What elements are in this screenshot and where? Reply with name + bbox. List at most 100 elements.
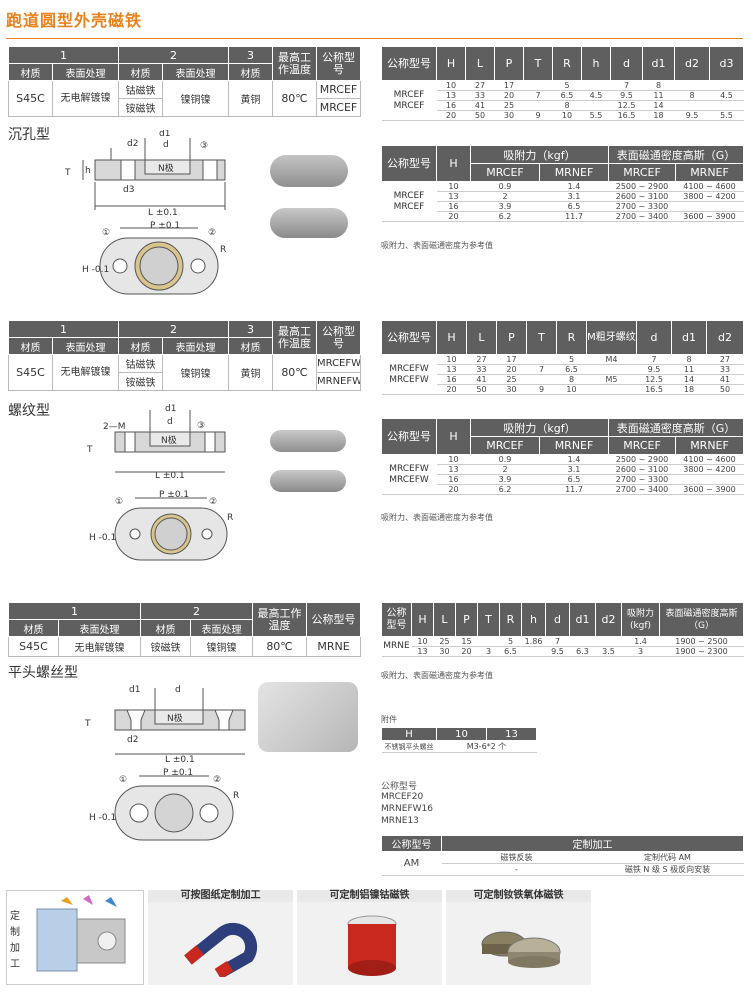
cell: 4100 ~ 4600 [675,181,744,192]
cell [581,80,611,91]
header: P [494,46,524,81]
cell: 11 [671,364,707,375]
product-photo [258,682,358,752]
group-header: 1 [8,602,141,620]
cell [595,636,622,647]
cell: 5.5 [709,110,744,121]
dim-label: P ±0.1 [159,490,189,500]
cell: 10 [411,636,434,647]
model-name: MRCEF [393,100,425,111]
cell: 16 [436,374,467,385]
cell: S45C [8,354,53,391]
header: MRCEF [470,436,540,455]
cell: 2 [470,464,540,475]
product-photo [270,155,348,187]
cell: S45C [8,80,53,117]
accessory-table: H 10 13 不锈钢平头螺丝 M3-6*2 个 [381,727,537,753]
cell: 13 [436,191,471,202]
cell: 20 [494,90,524,101]
cell: 41 [465,100,495,111]
force-table-2: 公称型号 H 吸附力（kgf） 表面磁通密度高斯（G） MRCEF MRNEF … [381,418,745,495]
header: 吸附力（kgf） [469,418,610,437]
header: L [465,46,495,81]
sub-header: 材质 [118,63,163,81]
cell: 41 [706,374,744,385]
cell [523,100,553,111]
dim-label: T [86,445,93,455]
cell: 6.5 [499,646,522,657]
dim-label: ① [115,497,123,507]
header: T [477,602,500,637]
sub-header: 表面处理 [52,63,119,81]
cell: 1.86 [521,636,546,647]
cell: AM [381,851,442,876]
cell: 80℃ [272,354,317,391]
cell: MRCEF [316,98,361,117]
sub-header: 材质 [228,63,273,81]
header: 公称型号 [381,320,437,355]
dim-label: d1 [159,130,170,139]
cell: 10 [436,80,466,91]
cell [675,201,744,212]
cell [477,636,500,647]
cell: 9 [523,110,553,121]
cell: 2700 ~ 3300 [608,201,676,212]
cell: 6.2 [470,484,540,495]
sub-header: 表面处理 [162,337,229,355]
model-name: MRCEFW [389,463,429,474]
order-items: MRCEF20 MRNEFW16 MRNE13 [381,791,433,827]
cell: 2500 ~ 2900 [608,181,676,192]
dim-label: d [175,685,181,695]
cell: 3.1 [539,464,609,475]
header: 公称型号 [381,46,437,81]
cell: 10 [556,384,587,395]
cell: 镍铜镍 [162,354,229,391]
cell: 磁铁 N 级 S 极反向安装 [591,863,744,876]
cell: MRNE [306,636,361,657]
cell: 13 [436,464,471,475]
group-header: 2 [140,602,253,620]
top-view-drawing-3: P ±0.1 ① ② R H -0.1 [89,768,239,841]
cell: 10 [436,454,471,465]
cell: 9.5 [610,90,643,101]
cell: 27 [466,354,497,365]
cell: 27 [465,80,495,91]
cell: MRCEFW [316,354,361,373]
sub-header: 材质 [8,63,53,81]
custom-panel-3: 可定制钕铁氧体磁铁 [446,890,591,985]
cell [674,100,710,111]
header: d1 [642,46,675,81]
dim-label: T [84,719,91,729]
cell: 0.9 [470,454,540,465]
force-table-1: 公称型号 H 吸附力（kgf） 表面磁通密度高斯（G） MRCEF MRNEF … [381,145,745,222]
material-table-3: 1 2 最高工作温度 公称型号 材质 表面处理 材质 表面处理 S45C 无电解… [8,602,361,657]
cell: 12.5 [610,100,643,111]
cell: 3800 ~ 4200 [675,464,744,475]
cell: 80℃ [252,636,307,657]
product-photo [270,430,346,452]
dim-label: N极 [167,712,183,724]
cell: 1900 ~ 2500 [659,636,744,647]
cell: 13 [436,90,466,101]
dim-label: h [85,166,91,176]
cell: 7 [610,80,643,91]
custom-table: 公称型号 定制加工 AM 磁铁反装 定制代码 AM - 磁铁 N 级 S 极反向… [381,835,744,876]
cell: 9.5 [545,646,570,657]
header: P [455,602,478,637]
side-view-drawing-2: d1 d N极 2—M T L ±0.1 ③ [86,404,226,480]
dim-label: H -0.1 [89,533,116,543]
cell: 钴磁铁 [118,80,163,99]
cell: 25 [494,100,524,111]
header: 表面磁通密度高斯（G） [659,602,744,637]
header: H [436,145,471,182]
